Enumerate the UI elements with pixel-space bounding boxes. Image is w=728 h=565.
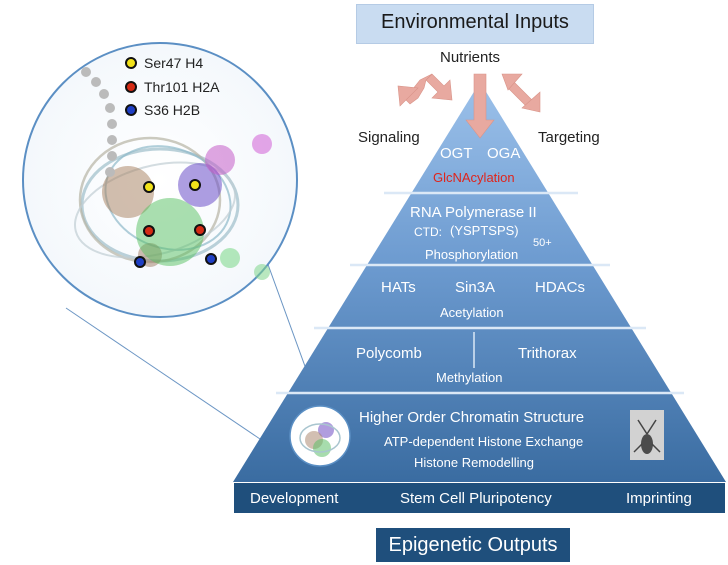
methylation-label: Methylation	[436, 370, 503, 385]
arrow-down	[465, 73, 495, 139]
marker-ser47-2	[189, 179, 201, 191]
arrow-left-up	[425, 73, 453, 101]
outputs-band	[234, 483, 725, 513]
nutrients-label: Nutrients	[440, 49, 501, 66]
ctd-repeat: (YSPTSPS)	[450, 223, 519, 238]
marker-thr101-2	[194, 224, 206, 236]
arrow-right-head-bottom	[521, 91, 541, 113]
histone-exchange-label: ATP-dependent Histone Exchange	[384, 434, 584, 449]
environmental-inputs-title: Environmental Inputs	[381, 11, 569, 33]
output-imprinting: Imprinting	[626, 490, 692, 507]
ctd-label: CTD:	[414, 225, 442, 239]
legend-dot-thr101	[125, 81, 137, 93]
arrow-right-head-top	[501, 73, 523, 91]
legend-dot-s36	[125, 104, 137, 116]
nucleosome-thumbnail	[289, 405, 351, 467]
histone-remodelling-label: Histone Remodelling	[414, 455, 534, 470]
acetylation-label: Acetylation	[440, 305, 504, 320]
signaling-label: Signaling	[358, 129, 420, 146]
marker-s36-1	[134, 256, 146, 268]
ctd-repeat-count: 50+	[533, 237, 552, 249]
marker-thr101-1	[143, 225, 155, 237]
hats-label: HATs	[381, 279, 416, 296]
sin3a-label: Sin3A	[455, 279, 496, 296]
targeting-label: Targeting	[538, 129, 600, 146]
legend-label-thr101: Thr101 H2A	[144, 79, 220, 95]
output-stem-cell-pluripotency: Stem Cell Pluripotency	[400, 490, 552, 507]
legend-dots	[125, 57, 137, 116]
epigenetic-outputs-title: Epigenetic Outputs	[388, 534, 558, 556]
ogt-label: OGT	[440, 145, 473, 162]
marker-s36-2	[205, 253, 217, 265]
environmental-inputs-box	[356, 4, 594, 44]
glcnacylation-label: GlcNAcylation	[433, 170, 515, 185]
legend-dot-ser47	[125, 57, 137, 69]
arrow-left-head	[397, 85, 419, 107]
phosphorylation-label: Phosphorylation	[425, 247, 519, 262]
trithorax-label: Trithorax	[518, 345, 577, 362]
rna-pol-title: RNA Polymerase II	[410, 204, 537, 221]
epigenetic-outputs-box	[376, 528, 570, 562]
polycomb-label: Polycomb	[356, 345, 422, 362]
organism-image	[630, 410, 664, 460]
oga-label: OGA	[487, 145, 521, 162]
output-development: Development	[250, 490, 339, 507]
chromatin-title: Higher Order Chromatin Structure	[359, 409, 585, 426]
nucleosome-structure	[73, 67, 272, 280]
marker-ser47-1	[143, 181, 155, 193]
modification-site-markers	[134, 179, 217, 268]
input-arrows	[397, 73, 541, 139]
pyramid	[233, 82, 726, 482]
legend-label-ser47: Ser47 H4	[144, 55, 204, 71]
hdacs-label: HDACs	[535, 279, 586, 296]
legend-label-s36: S36 H2B	[144, 102, 201, 118]
